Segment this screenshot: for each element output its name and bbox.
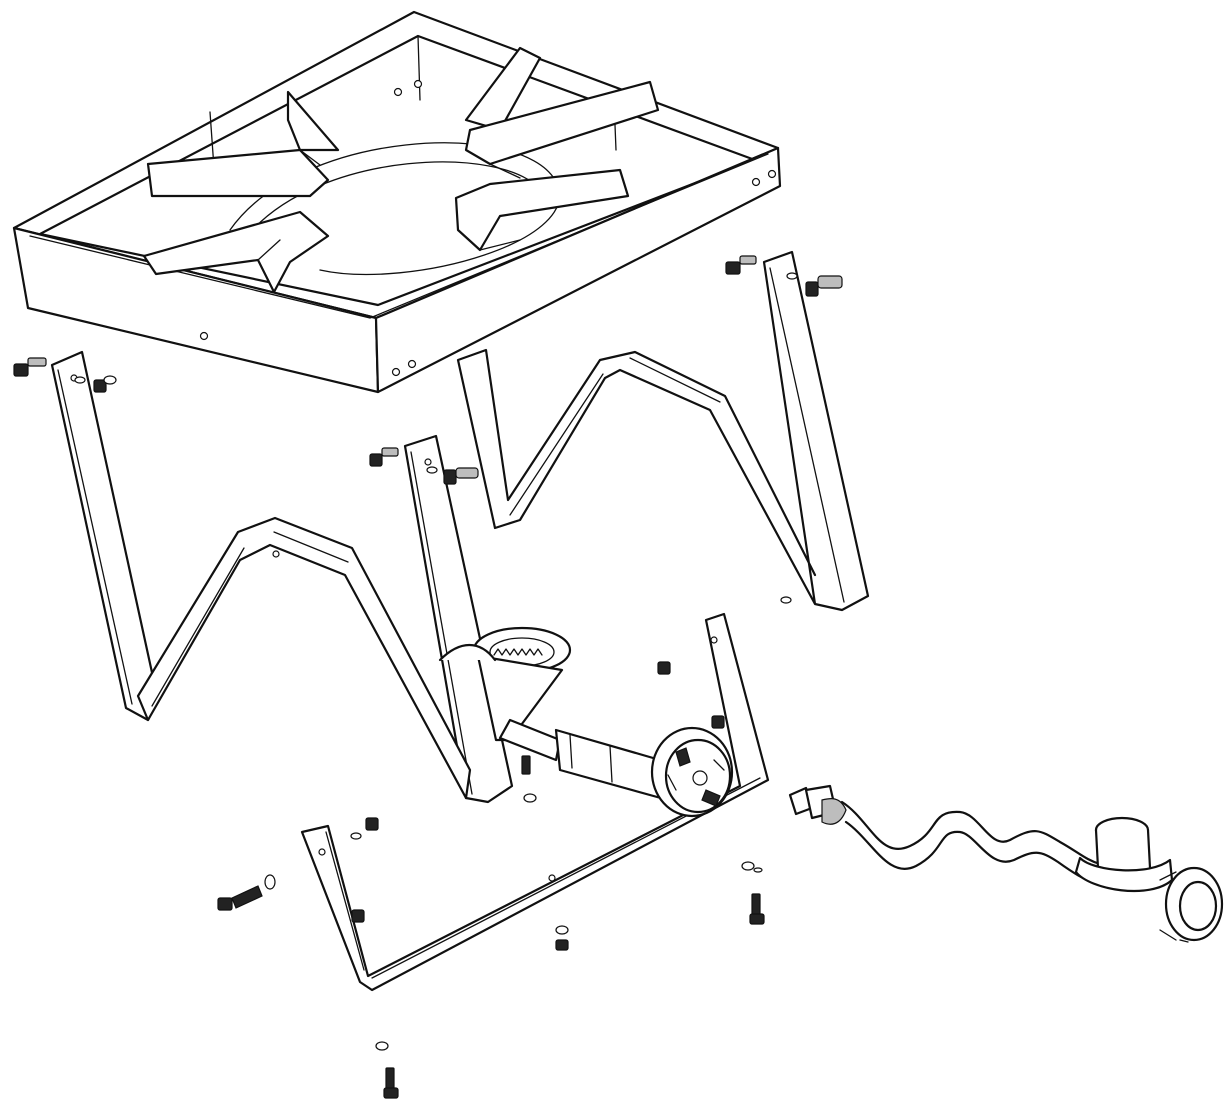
hardware-bolts-nuts-washers xyxy=(13,255,843,1099)
regulator-hose-assembly xyxy=(788,784,1224,943)
front-right-leg xyxy=(136,434,514,804)
burner-bracket xyxy=(300,612,770,992)
cast-burner xyxy=(438,626,734,818)
pot-support-frame xyxy=(12,10,782,394)
front-left-leg xyxy=(50,350,160,722)
rear-left-leg xyxy=(457,349,487,361)
